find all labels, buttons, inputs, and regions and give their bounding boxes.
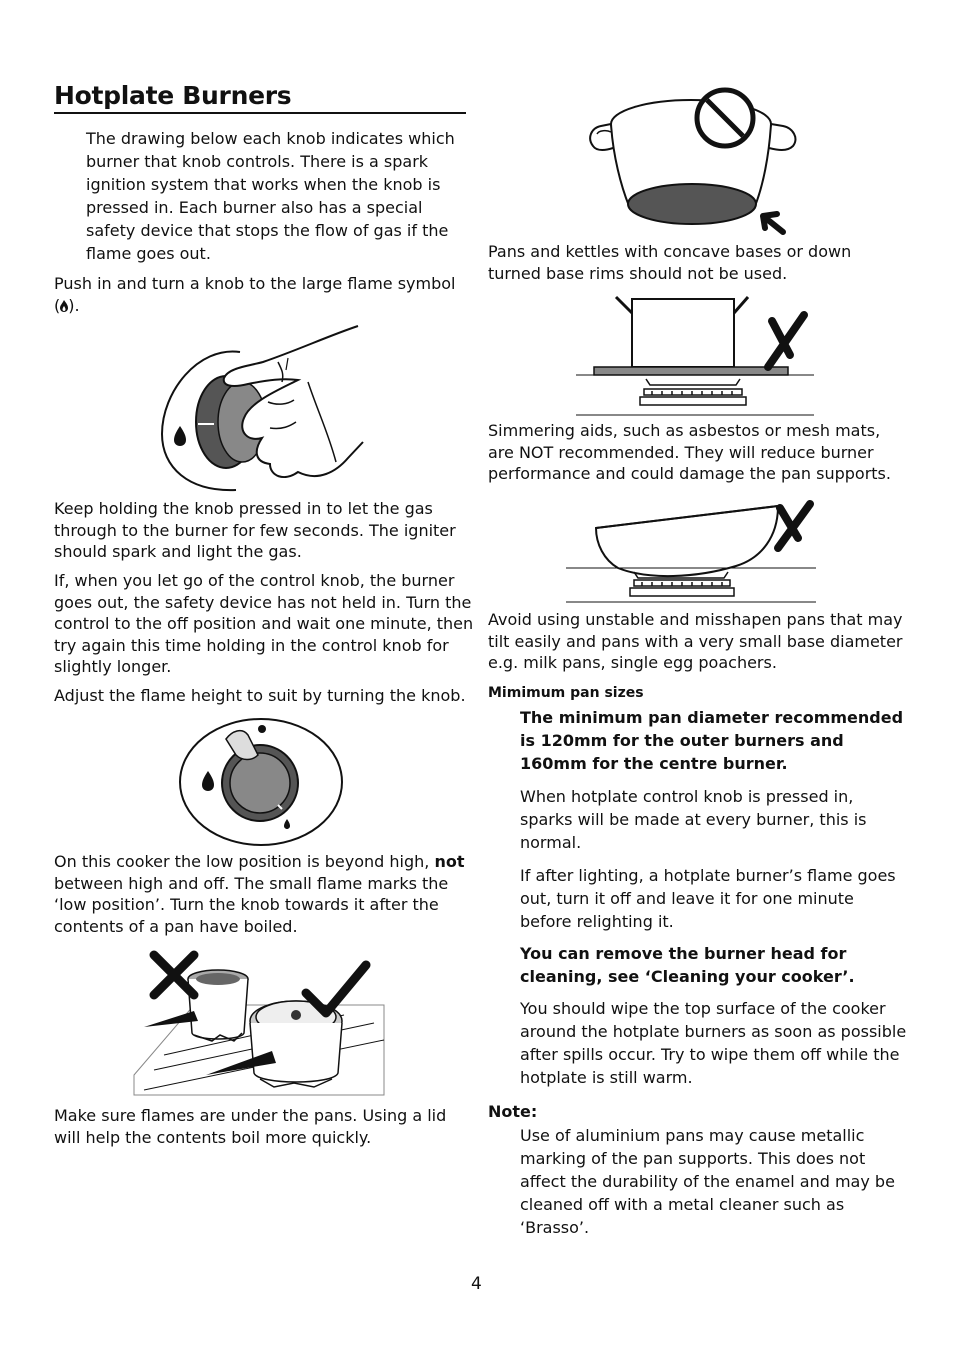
push-in-text: Push in and turn a knob to the large fla… [54,274,456,293]
keep-holding-paragraph: Keep holding the knob pressed in to let … [54,499,456,561]
relight-paragraph: If after lighting, a hotplate burner’s f… [520,866,896,931]
push-in-open: ( [54,295,61,315]
low-position-not: not [434,852,465,871]
title-underline [54,112,466,114]
adjust-flame-paragraph: Adjust the flame height to suit by turni… [54,686,466,705]
tilted-pan-cross-illustration [566,500,816,603]
page-number: 4 [471,1274,482,1294]
sparks-paragraph: When hotplate control knob is pressed in… [520,787,867,852]
push-in-close: ). [68,295,80,315]
low-position-text-a: On this cooker the low position is beyon… [54,852,430,871]
wipe-paragraph: You should wipe the top surface of the c… [520,999,907,1087]
minimum-pan-sizes-heading: Mimimum pan sizes [488,685,644,701]
concave-pan-prohibited-illustration [589,87,797,235]
simmering-mat-cross-illustration [576,295,814,416]
page-title: Hotplate Burners [54,81,292,110]
minimum-pan-diameter-text: The minimum pan diameter recommended is … [520,708,904,773]
remove-burner-head-text: You can remove the burner head for clean… [520,944,855,986]
simmering-paragraph: Simmering aids, such as asbestos or mesh… [488,421,891,483]
flames-under-pans-illustration [133,950,385,1096]
unstable-paragraph: Avoid using unstable and misshapen pans … [488,610,903,672]
safety-device-paragraph: If, when you let go of the control knob,… [54,571,474,676]
concave-paragraph: Pans and kettles with concave bases or d… [488,242,852,283]
note-paragraph: Use of aluminium pans may cause metallic… [520,1126,895,1237]
knob-flame-marks-illustration [179,718,343,846]
low-position-paragraph: On this cooker the low position is beyon… [54,851,474,937]
low-position-text-b: between high and off. The small flame ma… [54,873,449,936]
intro-paragraph: The drawing below each knob indicates wh… [86,129,455,263]
flame-icon [60,296,69,312]
note-label: Note: [488,1102,538,1121]
push-in-paragraph: Push in and turn a knob to the large fla… [54,273,474,316]
knob-push-hand-illustration [160,325,364,492]
flames-under-paragraph: Make sure flames are under the pans. Usi… [54,1106,447,1147]
